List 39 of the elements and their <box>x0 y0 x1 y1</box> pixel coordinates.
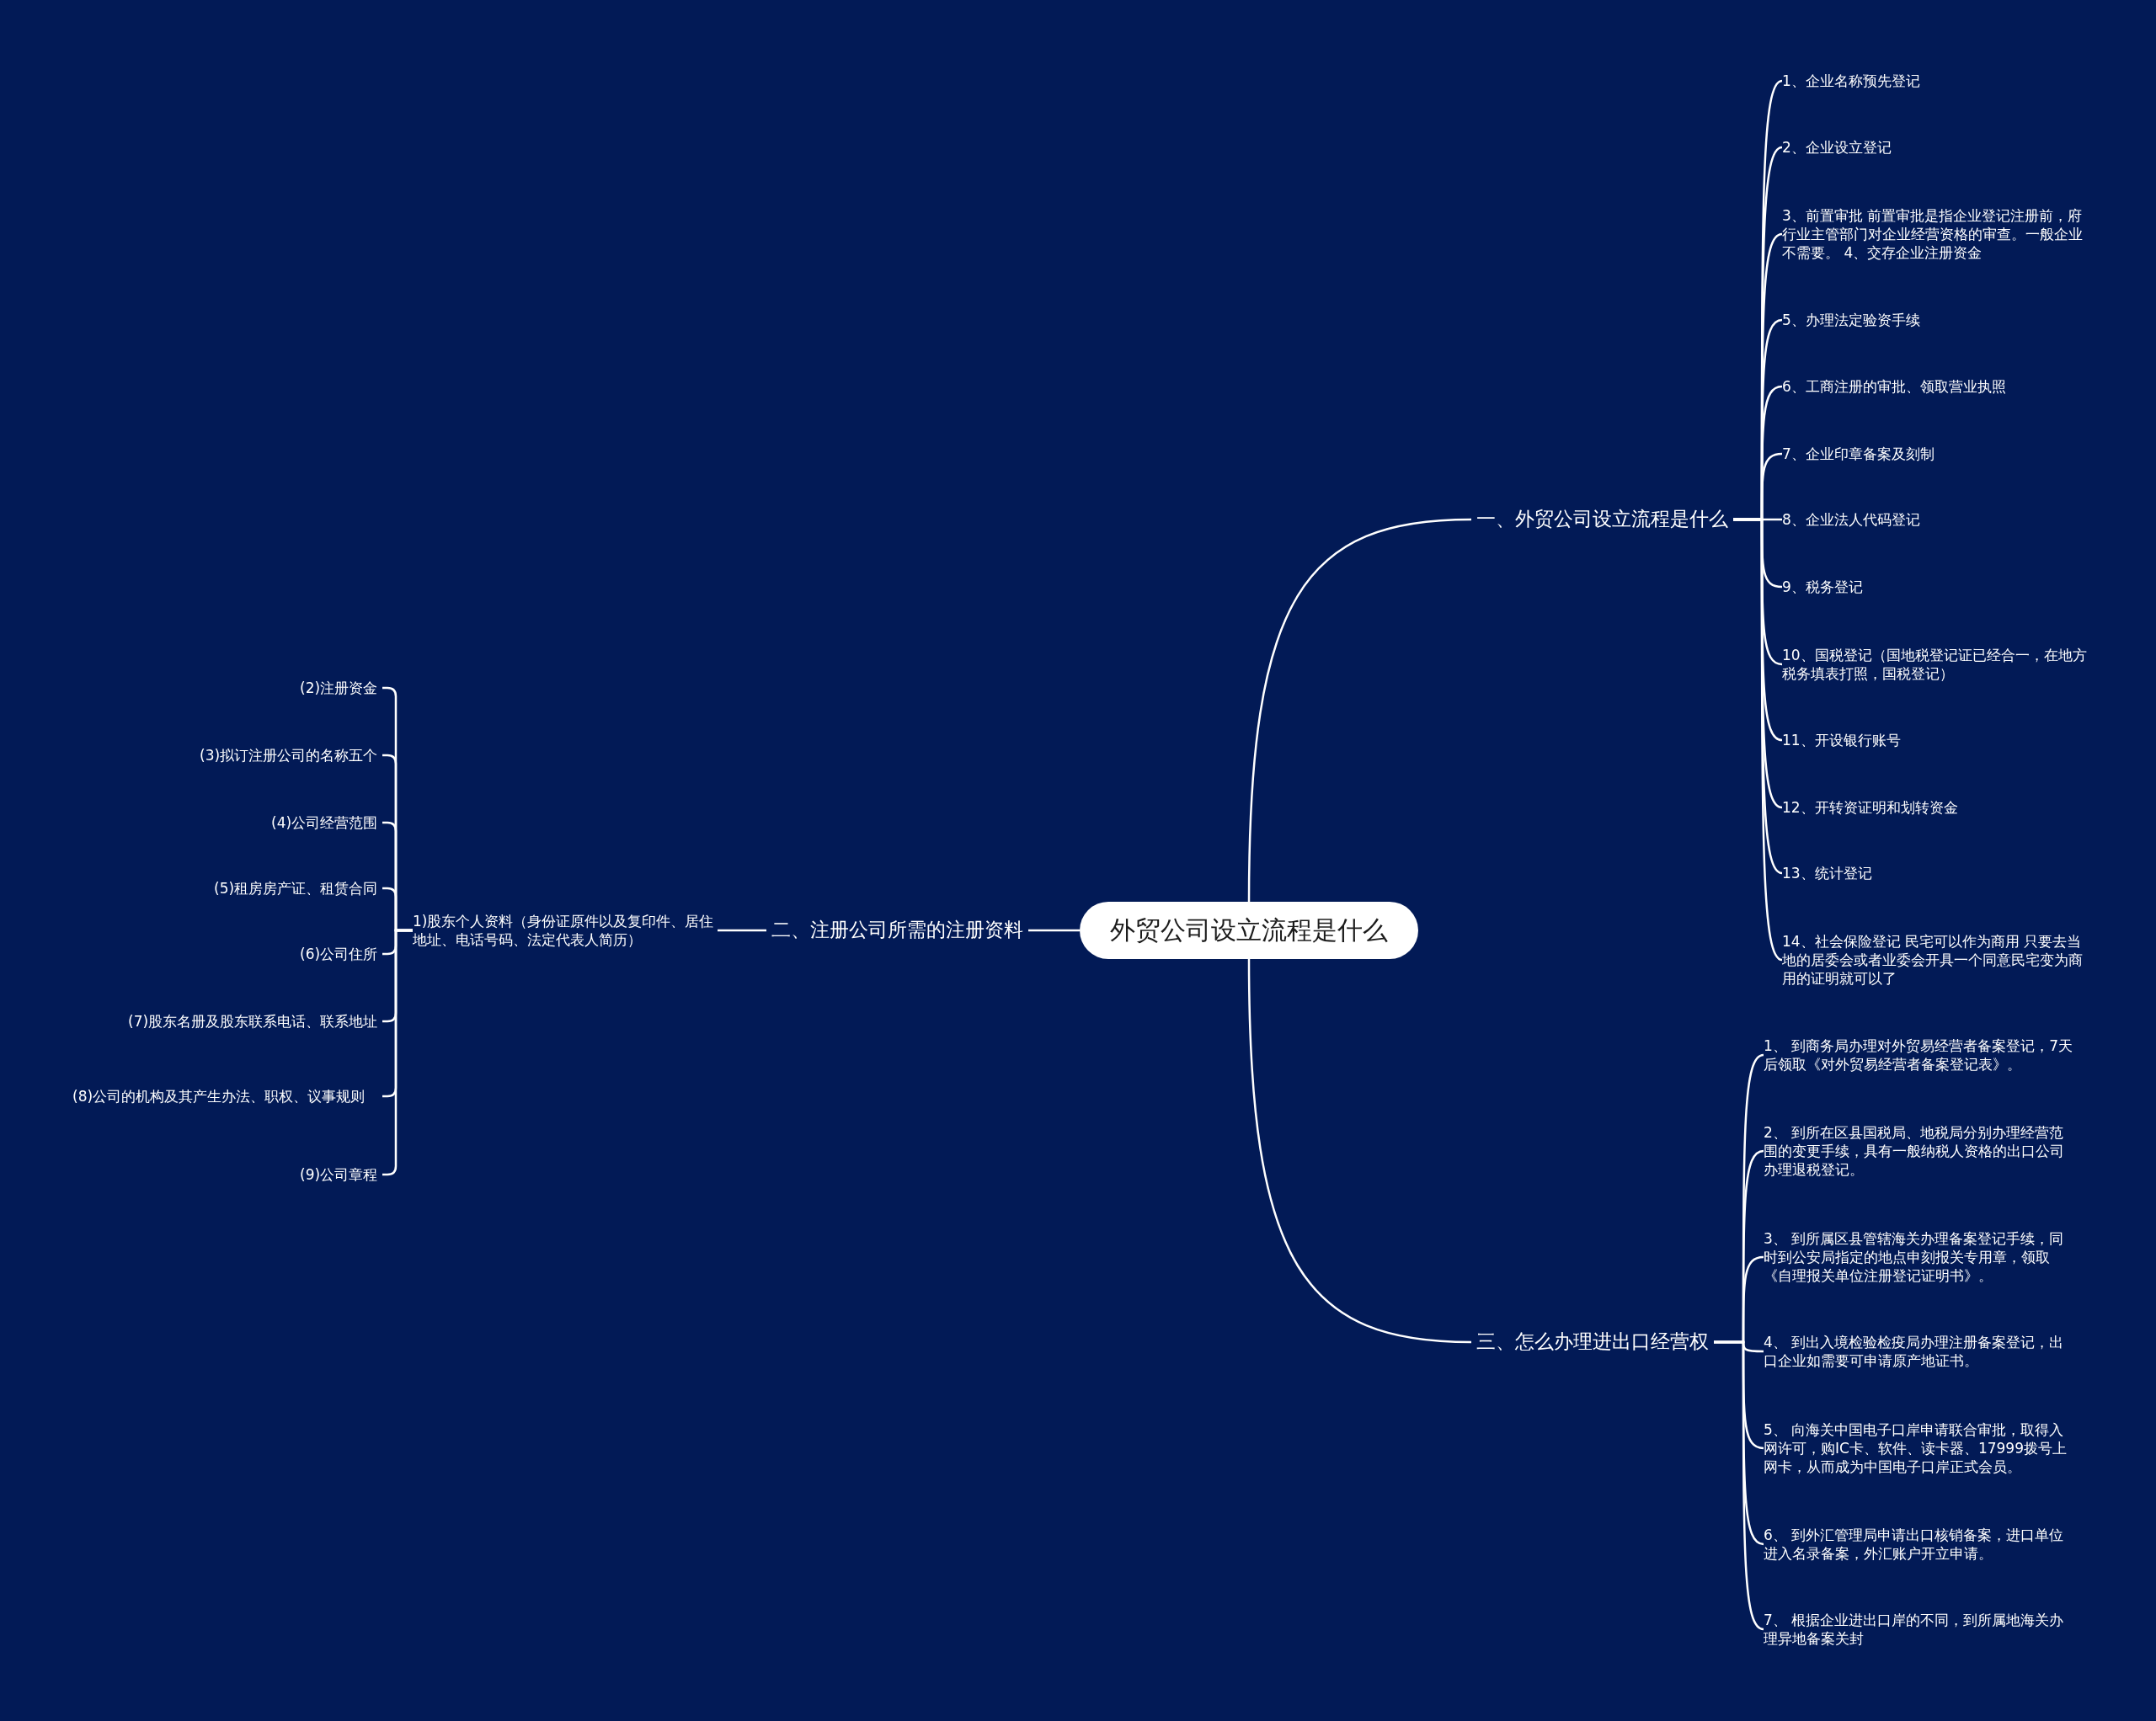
subtopic-text: 6、 到外汇管理局申请出口核销备案，进口单位进入名录备案，外汇账户开立申请。 <box>1764 1525 2073 1564</box>
branch-topic: 一、外贸公司设立流程是什么 <box>1471 504 1733 535</box>
subtopic-text: (4)公司经营范围 <box>271 813 378 832</box>
subtopic-text: 1)股东个人资料（身份证原件以及复印件、居住地址、电话号码、法定代表人简历） <box>413 912 718 950</box>
subtopic-text: 5、 向海关中国电子口岸申请联合审批，取得入网许可，购IC卡、软件、读卡器、17999拨号上网卡，从而成为中国电子口岸正式会员。 <box>1764 1420 2073 1476</box>
subtopic-text: 9、税务登记 <box>1782 578 2094 597</box>
subtopic-text: 10、国税登记（国地税登记证已经合一，在地方税务填表打照，国税登记） <box>1782 645 2094 683</box>
subtopic-text: (9)公司章程 <box>300 1164 378 1184</box>
subtopic-text: 1、企业名称预先登记 <box>1782 72 2094 91</box>
central-topic: 外贸公司设立流程是什么 <box>1080 902 1418 959</box>
connector-line <box>1247 518 1472 903</box>
subtopic-text: (8)公司的机构及其产生办法、职权、议事规则 <box>72 1086 377 1106</box>
subtopic-text: 12、开转资证明和划转资金 <box>1782 797 2094 817</box>
connector-line <box>1247 958 1472 1344</box>
subtopic-text: (5)租房房产证、租赁合同 <box>214 878 378 898</box>
subtopic-text: 1、 到商务局办理对外贸易经营者备案登记，7天后领取《对外贸易经营者备案登记表》。 <box>1764 1036 2073 1074</box>
subtopic-text: 11、开设银行账号 <box>1782 730 2094 749</box>
subtopic-text: (3)拟订注册公司的名称五个 <box>200 745 378 765</box>
subtopic-text: 3、前置审批 前置审批是指企业登记注册前，府行业主管部门对企业经营资格的审查。一般企业不需要。 4、交存企业注册资金 <box>1782 205 2094 262</box>
subtopic-text: 4、 到出入境检验检疫局办理注册备案登记，出口企业如需要可申请原产地证书。 <box>1764 1333 2073 1371</box>
subtopic-text: 7、企业印章备案及刻制 <box>1782 444 2094 463</box>
connector-line <box>1733 518 1783 962</box>
connector-line <box>1028 929 1080 932</box>
subtopic-text: (6)公司住所 <box>300 945 378 964</box>
subtopic-text: 8、企业法人代码登记 <box>1782 510 2094 530</box>
subtopic-text: (2)注册资金 <box>300 678 378 697</box>
subtopic-text: 7、 根据企业进出口岸的不同，到所属地海关办理异地备案关封 <box>1764 1611 2073 1649</box>
subtopic-text: 5、办理法定验资手续 <box>1782 311 2094 330</box>
subtopic-text: 2、企业设立登记 <box>1782 137 2094 157</box>
subtopic-text: 14、社会保险登记 民宅可以作为商用 只要去当地的居委会或者业委会开具一个同意民宅变为商用的证明就可以了 <box>1782 931 2094 988</box>
subtopic-text: 6、工商注册的审批、领取营业执照 <box>1782 376 2094 396</box>
connector-line <box>718 929 766 932</box>
subtopic-text: 3、 到所属区县管辖海关办理备案登记手续，同时到公安局指定的地点申刻报关专用章，领取《自理报关单位注册登记证明书》。 <box>1764 1228 2073 1285</box>
subtopic-text: 2、 到所在区县国税局、地税局分别办理经营范围的变更手续，具有一般纳税人资格的出口公司办理退税登记。 <box>1764 1122 2073 1180</box>
connector-line <box>1714 1340 1764 1631</box>
subtopic-text: (7)股东名册及股东联系电话、联系地址 <box>128 1012 378 1031</box>
subtopic-text: 13、统计登记 <box>1782 863 2094 883</box>
branch-topic: 二、注册公司所需的注册资料 <box>766 914 1028 946</box>
branch-topic: 三、怎么办理进出口经营权 <box>1471 1326 1714 1358</box>
